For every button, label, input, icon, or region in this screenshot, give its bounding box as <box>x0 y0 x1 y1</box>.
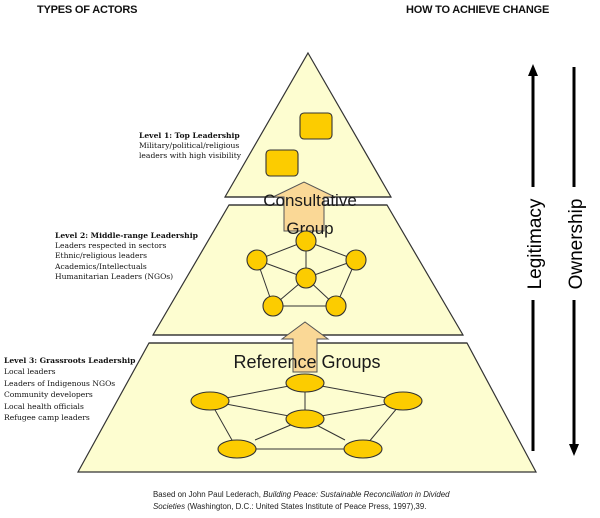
grassroots-node <box>217 439 257 459</box>
level-2-line: Ethnic/religious leaders <box>55 251 147 261</box>
level-2-description: Level 2: Middle-range Leadership Leaders… <box>55 231 198 282</box>
reference-groups-label: Reference Groups <box>233 352 380 372</box>
level-1-line: Military/political/religious <box>139 141 240 151</box>
legitimacy-label: Legitimacy <box>525 198 546 289</box>
grassroots-node <box>285 373 325 393</box>
level-1-line: leaders with high visibility <box>139 151 242 161</box>
top-leader-node-2 <box>265 149 299 177</box>
consultative-group-label: Consultative <box>263 191 357 210</box>
grassroots-node <box>285 409 325 429</box>
ownership-label: Ownership <box>566 199 587 290</box>
middle-node <box>295 267 317 289</box>
level-1-description: Level 1: Top Leadership Military/politic… <box>139 131 241 162</box>
level-2-line: Leaders respected in sectors <box>55 241 167 251</box>
citation-title: Building Peace: Sustainable Reconciliati… <box>263 490 450 499</box>
level-2-line: Humanitarian Leaders (NGOs) <box>55 271 174 281</box>
grassroots-node <box>343 439 383 459</box>
level-1-title: Level 1: Top Leadership <box>139 131 240 140</box>
arrow-up-icon <box>280 321 330 373</box>
header-how-to-achieve-change: HOW TO ACHIEVE CHANGE <box>406 4 550 16</box>
citation-prefix: Based on John Paul Lederach, <box>153 490 264 499</box>
level-3-line: Community developers <box>4 390 93 400</box>
consultative-group-label-2: Group <box>286 219 333 238</box>
level-3-line: Leaders of Indigenous NGOs <box>4 378 116 388</box>
level-3-title: Level 3: Grassroots Leadership <box>4 356 136 365</box>
level-2-line: Academics/Intellectuals <box>55 261 147 271</box>
level-3-line: Refugee camp leaders <box>4 413 90 423</box>
ownership-axis: Ownership <box>566 67 587 456</box>
citation-title-cont: Societies <box>153 502 186 512</box>
arrow-up-icon <box>272 181 336 232</box>
level-2-title: Level 2: Middle-range Leadership <box>55 231 198 240</box>
legitimacy-axis: Legitimacy <box>525 64 546 451</box>
top-leader-node-1 <box>299 112 333 140</box>
citation-suffix: (Washington, D.C.: United States Institu… <box>185 502 427 512</box>
middle-node <box>262 295 284 317</box>
grassroots-node <box>383 391 423 411</box>
middle-node <box>345 249 367 271</box>
arrow-up-icon <box>528 64 538 76</box>
level-3-description: Level 3: Grassroots Leadership Local lea… <box>4 355 135 423</box>
arrow-down-icon <box>569 444 579 456</box>
middle-node <box>325 295 347 317</box>
middle-node <box>295 230 317 252</box>
level-3-line: Local health officials <box>4 401 84 411</box>
level-3-line: Local leaders <box>4 367 56 377</box>
header-types-of-actors: TYPES OF ACTORS <box>37 4 138 16</box>
middle-node <box>246 249 268 271</box>
grassroots-node <box>190 391 230 411</box>
citation: Based on John Paul Lederach, Building Pe… <box>153 489 450 514</box>
